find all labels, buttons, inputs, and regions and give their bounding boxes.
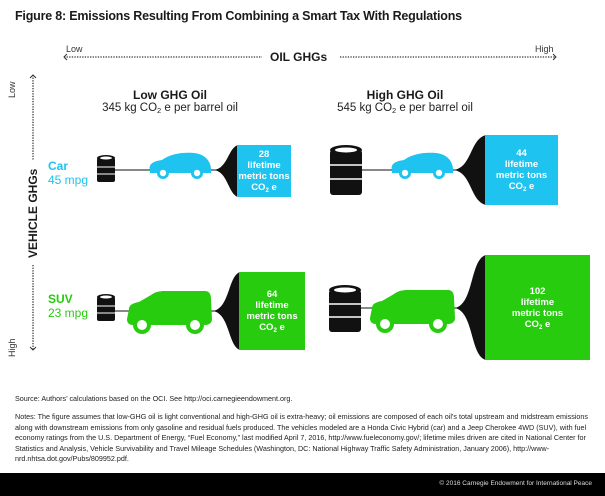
detail-sub: 2 — [392, 106, 397, 115]
column-header-high-ghg-oil: High GHG Oil 545 kg CO2 e per barrel oil — [335, 88, 475, 114]
column-detail: 345 kg CO2 e per barrel oil — [100, 102, 240, 114]
suv-low-exhaust-funnel — [213, 272, 240, 350]
column-title: High GHG Oil — [366, 88, 444, 102]
vehicle-axis-title: VEHICLE GHGs — [26, 168, 40, 258]
oil-barrel-icon — [330, 145, 362, 195]
suv-icon — [127, 291, 212, 334]
car-low-exhaust-funnel — [214, 145, 238, 197]
vehicle-axis-high-label: High — [7, 338, 17, 357]
row-mpg: 45 mpg — [48, 173, 89, 187]
emissions-unit: metric tons — [511, 307, 564, 319]
emissions-value: 28 — [258, 149, 270, 160]
car-icon — [149, 152, 211, 179]
row-name: Car — [48, 159, 69, 173]
co2-suffix: e — [276, 322, 285, 333]
co2-sub: 2 — [538, 323, 543, 331]
detail-suffix: e per barrel oil — [396, 102, 473, 114]
co2-sub: 2 — [522, 186, 527, 193]
row-label-suv: SUV 23 mpg — [48, 292, 88, 320]
co2-suffix: e — [526, 181, 535, 192]
oil-axis-high-label: High — [535, 44, 554, 54]
detail-prefix: 345 kg CO — [102, 102, 158, 114]
emissions-unit: lifetime — [255, 300, 289, 311]
suv-high-exhaust-funnel — [455, 255, 486, 360]
car-icon — [391, 152, 453, 179]
co2-text: CO — [259, 322, 274, 333]
oil-barrel-icon — [97, 294, 115, 321]
co2-suffix: e — [268, 182, 277, 193]
column-detail: 545 kg CO2 e per barrel oil — [335, 102, 475, 114]
oil-barrel-icon — [97, 155, 115, 182]
suv-icon — [370, 290, 455, 333]
figure-title: Figure 8: Emissions Resulting From Combi… — [15, 9, 462, 23]
row-label-car: Car 45 mpg — [48, 159, 88, 187]
emissions-value: 64 — [266, 289, 278, 300]
copyright-text: © 2016 Carnegie Endowment for Internatio… — [439, 480, 592, 487]
car-high-exhaust-funnel — [454, 135, 486, 205]
oil-axis-title: OIL GHGs — [270, 50, 328, 64]
co2-text: CO — [251, 182, 266, 193]
detail-suffix: e per barrel oil — [161, 102, 238, 114]
emissions-co2: CO2 e — [512, 318, 563, 331]
emissions-co2: CO2 e — [246, 322, 297, 334]
row-name: SUV — [48, 292, 73, 306]
detail-sub: 2 — [157, 106, 162, 115]
emissions-co2: CO2 e — [238, 182, 289, 194]
vehicle-axis-low-label: Low — [7, 81, 17, 98]
emissions-unit: metric tons — [246, 311, 298, 322]
oil-axis-low-label: Low — [66, 44, 83, 54]
emissions-co2: CO2 e — [496, 181, 547, 193]
emissions-value: 44 — [516, 148, 527, 159]
emissions-unit: lifetime — [504, 159, 539, 170]
detail-prefix: 545 kg CO — [337, 102, 393, 114]
column-title: Low GHG Oil — [133, 88, 207, 102]
oil-barrel-icon — [329, 285, 361, 332]
notes-text: Notes: The figure assumes that low-GHG o… — [15, 412, 588, 463]
co2-text: CO — [524, 318, 539, 330]
vehicle-axis-arrow — [29, 74, 37, 351]
oil-axis-arrow — [63, 53, 557, 61]
source-note: Source: Authors’ calculations based on t… — [15, 394, 293, 403]
emissions-unit: lifetime — [520, 296, 555, 308]
emissions-unit: lifetime — [247, 160, 281, 171]
co2-suffix: e — [542, 318, 551, 330]
row-mpg: 23 mpg — [48, 306, 89, 320]
co2-sub: 2 — [265, 187, 269, 194]
emissions-value: 102 — [529, 285, 546, 297]
emissions-unit: metric tons — [238, 171, 290, 182]
co2-sub: 2 — [273, 327, 277, 334]
emissions-unit: metric tons — [495, 170, 548, 181]
footer-bar: © 2016 Carnegie Endowment for Internatio… — [0, 473, 605, 496]
co2-text: CO — [508, 181, 523, 192]
column-header-low-ghg-oil: Low GHG Oil 345 kg CO2 e per barrel oil — [100, 88, 240, 114]
